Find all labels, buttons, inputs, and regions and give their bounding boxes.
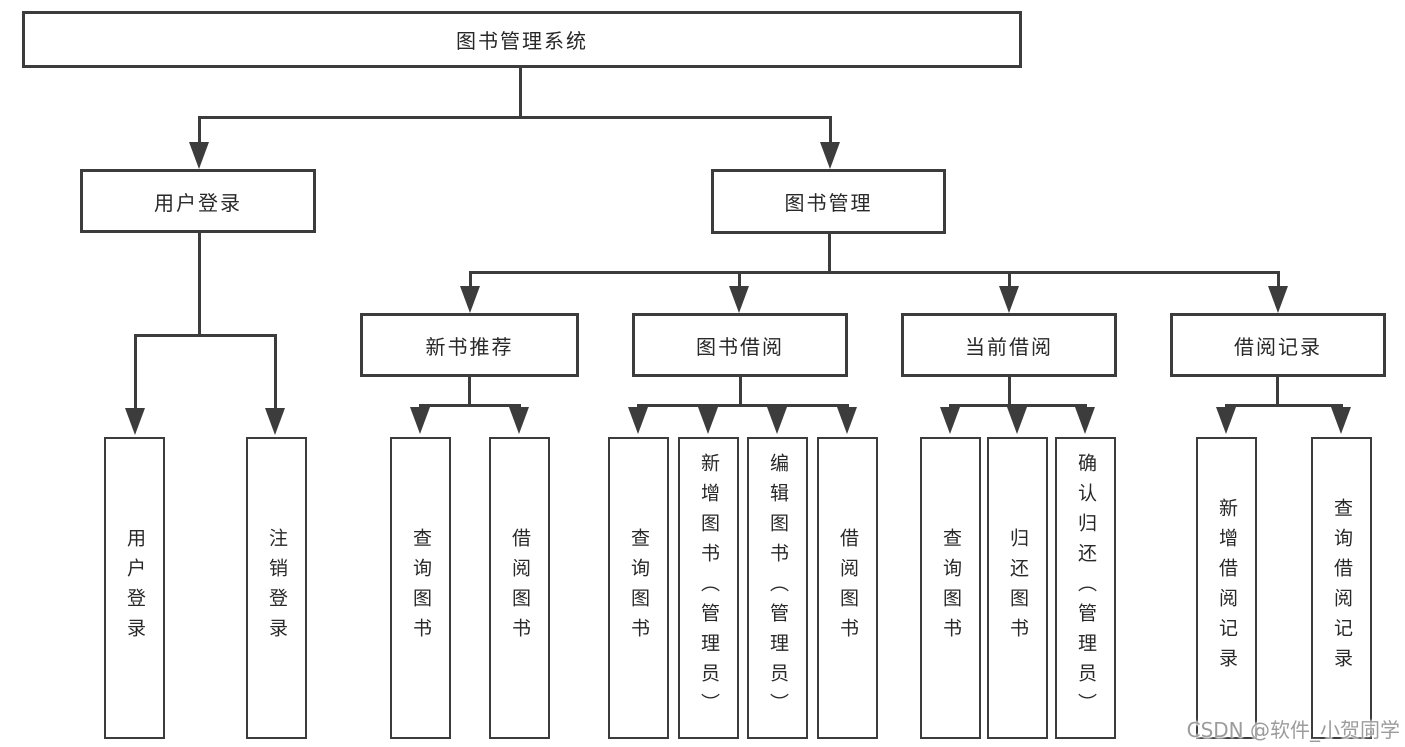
node-current-borrowing: 当前借阅: [901, 313, 1117, 377]
node-book-management: 图书管理: [711, 169, 946, 234]
arrowhead-down-icon: [460, 286, 480, 313]
connector-line: [1277, 271, 1280, 289]
leaf-edit-book-admin: 编辑图书（管理员）: [747, 437, 808, 739]
leaf-label: 确认归还（管理员）: [1075, 453, 1097, 723]
arrowhead-down-icon: [1268, 286, 1288, 313]
connector-line: [738, 271, 741, 289]
leaf-label: 新增图书（管理员）: [698, 453, 720, 723]
leaf-query-books-current: 查询图书: [920, 437, 981, 739]
leaf-label: 归还图书: [1007, 528, 1029, 648]
connector-line: [469, 271, 1280, 274]
connector-line: [1225, 404, 1343, 407]
node-library-management-system: 图书管理系统: [22, 11, 1022, 68]
node-label: 用户登录: [154, 190, 242, 215]
arrowhead-down-icon: [189, 142, 209, 169]
arrowhead-down-icon: [820, 142, 840, 169]
node-label: 当前借阅: [965, 334, 1053, 359]
watermark: CSDN @软件_小贺同学: [1186, 718, 1400, 742]
node-book-borrowing: 图书借阅: [632, 313, 848, 377]
node-label: 新书推荐: [425, 334, 514, 359]
leaf-label: 查询借阅记录: [1331, 498, 1353, 678]
arrowhead-down-icon: [125, 408, 145, 435]
connector-line: [419, 404, 521, 407]
connector-line: [198, 233, 201, 336]
node-label: 借阅记录: [1234, 334, 1322, 359]
connector-line: [519, 68, 522, 119]
arrowhead-down-icon: [1007, 407, 1027, 434]
connector-line: [134, 334, 137, 412]
leaf-borrow-books-recommend: 借阅图书: [489, 437, 550, 739]
arrowhead-down-icon: [837, 407, 857, 434]
leaf-query-books-borrow: 查询图书: [608, 437, 669, 739]
connector-line: [198, 116, 832, 119]
leaf-query-books-recommend: 查询图书: [390, 437, 451, 739]
leaf-label: 查询图书: [628, 528, 650, 648]
leaf-borrow-books: 借阅图书: [817, 437, 878, 739]
node-borrowing-records: 借阅记录: [1170, 313, 1386, 377]
arrowhead-down-icon: [940, 407, 960, 434]
leaf-label: 借阅图书: [837, 528, 859, 648]
node-label: 图书管理系统: [456, 29, 588, 53]
leaf-user-login: 用户登录: [104, 437, 165, 739]
connector-line: [468, 376, 471, 406]
leaf-label: 查询图书: [410, 528, 432, 648]
leaf-confirm-return-admin: 确认归还（管理员）: [1055, 437, 1116, 739]
connector-line: [198, 116, 201, 146]
node-label: 图书管理: [784, 191, 873, 215]
node-new-book-recommendation: 新书推荐: [360, 313, 579, 377]
connector-line: [828, 234, 831, 273]
leaf-logout: 注销登录: [246, 437, 307, 739]
connector-line: [1008, 376, 1011, 406]
arrowhead-down-icon: [509, 407, 529, 434]
connector-line: [274, 334, 277, 412]
node-label: 图书借阅: [696, 334, 784, 359]
arrowhead-down-icon: [767, 407, 787, 434]
leaf-label: 用户登录: [124, 528, 146, 648]
connector-line: [637, 404, 849, 407]
leaf-label: 编辑图书（管理员）: [767, 453, 789, 723]
connector-line: [469, 271, 472, 289]
arrowhead-down-icon: [1216, 407, 1236, 434]
arrowhead-down-icon: [999, 286, 1019, 313]
connector-line: [949, 404, 1087, 407]
connector-line: [829, 116, 832, 146]
leaf-label: 注销登录: [266, 528, 288, 648]
leaf-label: 借阅图书: [509, 528, 531, 648]
arrowhead-down-icon: [265, 408, 285, 435]
leaf-label: 新增借阅记录: [1216, 498, 1238, 678]
arrowhead-down-icon: [729, 286, 749, 313]
arrowhead-down-icon: [628, 407, 648, 434]
arrowhead-down-icon: [1331, 407, 1351, 434]
leaf-query-borrow-record: 查询借阅记录: [1311, 437, 1372, 739]
leaf-return-book: 归还图书: [987, 437, 1048, 739]
connector-line: [1008, 271, 1011, 289]
leaf-add-borrow-record: 新增借阅记录: [1196, 437, 1257, 739]
arrowhead-down-icon: [410, 407, 430, 434]
arrowhead-down-icon: [698, 407, 718, 434]
connector-line: [739, 376, 742, 406]
leaf-label: 查询图书: [940, 528, 962, 648]
arrowhead-down-icon: [1075, 407, 1095, 434]
connector-line: [1276, 376, 1279, 406]
node-user-login: 用户登录: [80, 169, 316, 233]
connector-line: [134, 334, 277, 337]
leaf-add-book-admin: 新增图书（管理员）: [678, 437, 739, 739]
